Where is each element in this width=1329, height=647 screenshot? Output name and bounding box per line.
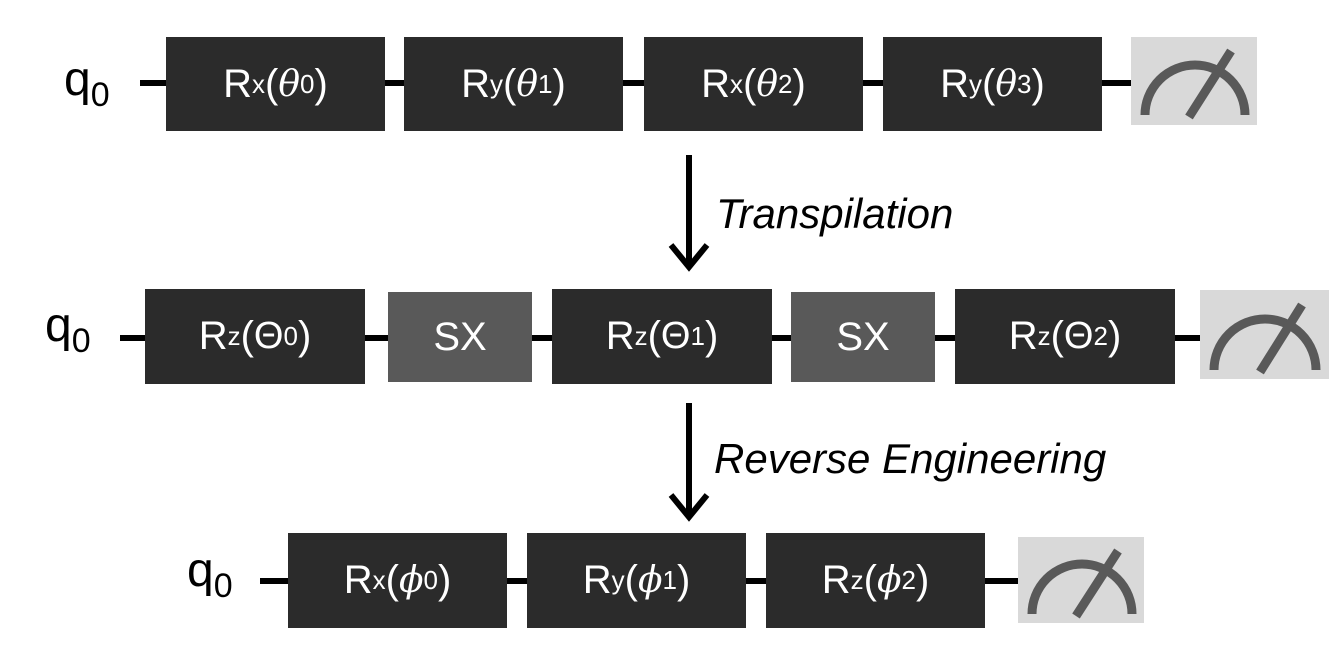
measurement-meter-icon: [1018, 537, 1144, 623]
measurement-meter-icon: [1200, 290, 1329, 379]
measurement-meter-icon: [1131, 37, 1257, 125]
reverse-engineering-label: Reverse Engineering: [714, 435, 1107, 482]
qubit-label: q0: [45, 299, 91, 360]
qubit-label: q0: [187, 544, 233, 605]
qubit-wire: [140, 80, 1140, 86]
transpilation-label: Transpilation: [716, 190, 954, 237]
gate-sx: SX: [388, 292, 532, 382]
arrow-down-icon: [668, 403, 710, 522]
gate-sx: SX: [791, 292, 935, 382]
qubit-label: q0: [64, 53, 110, 114]
arrow-down-icon: [668, 155, 710, 272]
